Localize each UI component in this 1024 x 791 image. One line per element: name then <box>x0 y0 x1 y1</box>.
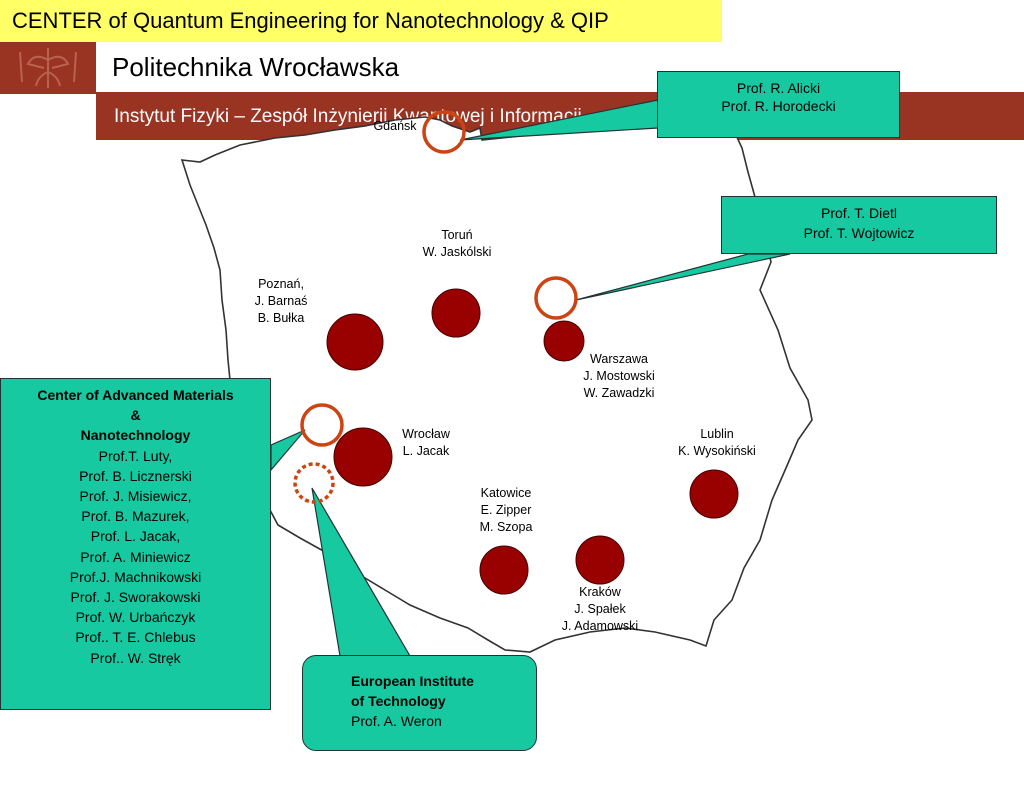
center-dot-lublin <box>689 469 739 519</box>
university-name: Politechnika Wrocławska <box>112 52 400 82</box>
city-label-torun: Toruń W. Jaskólski <box>423 227 492 261</box>
callout-person: Prof. R. Horodecki <box>721 98 836 114</box>
callout-person: Prof. A. Weron <box>351 713 442 729</box>
eagle-crest-icon <box>19 48 77 88</box>
page-title: CENTER of Quantum Engineering for Nanote… <box>12 8 609 33</box>
city-name: Poznań, <box>258 277 304 291</box>
city-person: B. Bułka <box>257 311 305 325</box>
city-name: Toruń <box>441 228 473 242</box>
city-person: W. Jaskólski <box>422 245 492 259</box>
callout-person: Prof. J. Sworakowski <box>70 589 201 606</box>
center-dot-warszawa <box>543 320 585 362</box>
ring-wroclaw <box>300 403 344 447</box>
city-label-krakow: Kraków J. Spałek J. Adamowski <box>562 584 638 635</box>
city-person: J. Mostowski <box>583 369 655 383</box>
callout-camn: Center of Advanced Materials & Nanotechn… <box>0 378 271 710</box>
callout-person: Prof. W. Urbańczyk <box>75 609 196 626</box>
city-person: J. Spałek <box>574 602 626 616</box>
callout-person: Prof.T. Luty, <box>98 447 173 464</box>
center-dot-torun <box>431 288 481 338</box>
callout-person: Prof. L. Jacak, <box>90 528 181 545</box>
city-person: E. Zipper <box>480 503 532 517</box>
callout-person: Prof. A. Miniewicz <box>80 548 191 565</box>
callout-person: Prof.J. Machnikowski <box>69 568 202 585</box>
city-person: K. Wysokiński <box>678 444 756 458</box>
callout-person: Prof. B. Mazurek, <box>81 508 190 525</box>
city-name: Lublin <box>700 427 734 441</box>
city-person: W. Zawadzki <box>583 386 655 400</box>
ring-warszawa <box>534 276 578 320</box>
city-label-gdansk: Gdańsk <box>373 118 416 135</box>
callout-title: Nanotechnology <box>80 427 191 444</box>
callout-person: Prof. R. Alicki <box>736 80 821 96</box>
callout-gdansk: Prof. R. Alicki Prof. R. Horodecki <box>657 71 900 138</box>
ring-gdansk <box>422 110 466 154</box>
center-dot-krakow <box>575 535 625 585</box>
ring-eit <box>293 462 335 504</box>
callout-person: Prof.. T. E. Chlebus <box>75 629 196 646</box>
pointer-wroclaw <box>270 429 306 472</box>
city-name: Kraków <box>579 585 621 599</box>
callout-title: Center of Advanced Materials <box>37 387 234 403</box>
city-person: L. Jacak <box>402 444 450 458</box>
callout-eit: European Institute of Technology Prof. A… <box>302 655 537 751</box>
city-name: Katowice <box>480 486 532 500</box>
pointer-warszawa <box>575 253 791 301</box>
center-dot-katowice <box>479 545 529 595</box>
callout-person: Prof. T. Dietl <box>821 205 897 221</box>
callout-title: & <box>130 407 141 424</box>
city-person: J. Adamowski <box>561 619 639 633</box>
city-label-warszawa: Warszawa J. Mostowski W. Zawadzki <box>583 351 655 402</box>
city-name: Wrocław <box>402 427 450 441</box>
page-title-bar: CENTER of Quantum Engineering for Nanote… <box>0 0 722 42</box>
institute-name: Instytut Fizyki – Zespół Inżynierii Kwan… <box>114 106 582 127</box>
callout-person: Prof.. W. Stręk <box>90 649 181 666</box>
callout-title: European Institute <box>351 673 474 689</box>
callout-person: Prof. T. Wojtowicz <box>803 225 915 241</box>
center-dot-poznan <box>326 313 384 371</box>
city-person: M. Szopa <box>479 520 533 534</box>
callout-warszawa: Prof. T. Dietl Prof. T. Wojtowicz <box>721 196 997 254</box>
callout-title: of Technology <box>351 693 446 709</box>
callout-person: Prof. J. Misiewicz, <box>79 488 192 505</box>
city-person: J. Barnaś <box>254 294 308 308</box>
callout-person: Prof. B. Licznerski <box>79 467 192 484</box>
city-label-lublin: Lublin K. Wysokiński <box>678 426 756 460</box>
city-label-wroclaw: Wrocław L. Jacak <box>402 426 450 460</box>
city-label-poznan: Poznań, J. Barnaś B. Bułka <box>255 276 308 327</box>
city-name: Warszawa <box>590 352 648 366</box>
center-dot-wroclaw <box>333 427 393 487</box>
university-logo <box>0 42 96 94</box>
city-label-katowice: Katowice E. Zipper M. Szopa <box>480 485 533 536</box>
city-name: Gdańsk <box>373 119 417 133</box>
